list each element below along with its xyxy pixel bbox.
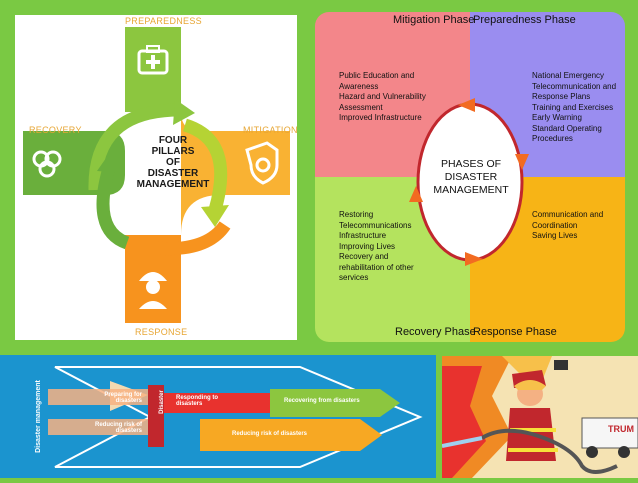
list-item: Awareness — [339, 81, 379, 91]
list-item: Improving Lives — [339, 241, 396, 251]
response-list: Communication and Coordination Saving Li… — [532, 210, 603, 242]
phases-center-title: PHASES OF DISASTER MANAGEMENT — [427, 158, 515, 197]
title-line: PILLARS — [151, 146, 195, 157]
list-item: Public Education and — [339, 71, 415, 80]
list-item: Recovery and — [339, 252, 389, 261]
title-line: DISASTER — [444, 171, 498, 183]
cartoon-illustration — [442, 356, 638, 478]
recovering-band — [270, 389, 400, 417]
list-item: Standard Operating — [532, 123, 602, 133]
title-line: PHASES OF — [440, 158, 502, 170]
list-item: Training and Exercises — [532, 102, 614, 112]
list-item: Hazard and Vulnerability — [339, 92, 426, 101]
label-response: RESPONSE — [135, 327, 188, 337]
arrow-preparedness-to-mitigation — [182, 118, 228, 212]
phases-panel: Mitigation Phase Preparedness Phase Reco… — [315, 12, 625, 342]
label-recovery: RECOVERY — [29, 125, 82, 135]
water-spray — [442, 436, 483, 448]
list-item: Response Plans — [532, 92, 591, 101]
side-label: Disaster management — [34, 380, 42, 453]
list-item: Procedures — [532, 134, 573, 143]
preparedness-list: National Emergency Telecommunication and… — [532, 71, 616, 145]
list-item: Assessment — [339, 102, 383, 112]
arrow-response-to-recovery — [96, 163, 130, 250]
recovering-label: Recovering from disasters — [284, 398, 360, 404]
overlap-circles-icon — [32, 150, 62, 178]
truck — [581, 417, 638, 449]
preparing-band — [40, 389, 150, 405]
reducing-band-right — [200, 419, 382, 451]
list-item: services — [339, 273, 369, 282]
cycle-arrows — [409, 98, 529, 266]
hose — [480, 428, 618, 474]
arrow-recovery-to-preparedness — [88, 103, 181, 191]
title-line: DISASTER — [147, 168, 199, 179]
reducing-band-left — [40, 419, 150, 435]
disaster-label: Disaster — [158, 390, 165, 414]
disaster-management-timeline: Disaster management Preparing for disast… — [0, 355, 436, 478]
title-line: MANAGEMENT — [136, 179, 210, 190]
responding-band — [150, 393, 270, 413]
truck-text: TRUM — [608, 424, 634, 434]
preparedness-block — [125, 27, 181, 112]
list-item: Infrastructure — [339, 231, 387, 240]
first-aid-kit-icon — [137, 45, 169, 75]
disaster-marker — [148, 385, 164, 447]
mitigation-list: Public Education and Awareness Hazard an… — [339, 71, 426, 124]
title-line: OF — [166, 157, 180, 168]
title-response-phase: Response Phase — [473, 326, 557, 338]
list-item: Coordination — [532, 220, 578, 230]
firefighter-cartoon: TRUM — [442, 356, 638, 478]
title-recovery-phase: Recovery Phase — [395, 326, 476, 338]
label-mitigation: MITIGATION — [243, 125, 298, 135]
title-mitigation-phase: Mitigation Phase — [393, 14, 475, 26]
list-item: Early Warning — [532, 113, 582, 122]
list-item: Restoring — [339, 210, 374, 219]
recovery-list: Restoring Telecommunications Infrastruct… — [339, 210, 414, 284]
list-item: rehabilitation of other — [339, 262, 414, 272]
reducing-right-label: Reducing risk of disasters — [232, 431, 308, 437]
title-preparedness-phase: Preparedness Phase — [473, 14, 576, 26]
timeline-arrows — [28, 366, 423, 468]
label-preparedness: PREPAREDNESS — [125, 16, 202, 26]
pillars-center-title: FOUR PILLARS OF DISASTER MANAGEMENT — [133, 135, 213, 190]
signature-box — [554, 360, 568, 370]
arrow-mitigation-to-response — [144, 221, 231, 256]
title-line: FOUR — [158, 135, 188, 146]
four-pillars-panel: PREPAREDNESS MITIGATION RESPONSE RECOVER… — [15, 15, 298, 340]
list-item: Telecommunications — [339, 220, 412, 230]
list-item: Saving Lives — [532, 231, 578, 240]
list-item: Telecommunication and — [532, 81, 617, 91]
list-item: National Emergency — [532, 71, 605, 80]
title-line: MANAGEMENT — [433, 184, 509, 196]
hair — [514, 380, 546, 390]
list-item: Improved Infrastructure — [339, 113, 422, 122]
responding-label: Responding to disasters — [176, 395, 218, 407]
four-pillars-diagram — [23, 27, 290, 323]
preparing-label: Preparing for disasters — [104, 392, 142, 404]
shield-wrench-icon — [245, 141, 279, 185]
reducing-left-label: Reducing risk of disasters — [94, 422, 142, 434]
side-label-wrap: Disaster management — [10, 380, 70, 453]
phases-background — [315, 12, 625, 342]
worker-helmet-icon — [139, 272, 167, 309]
list-item: Communication and — [532, 210, 604, 219]
